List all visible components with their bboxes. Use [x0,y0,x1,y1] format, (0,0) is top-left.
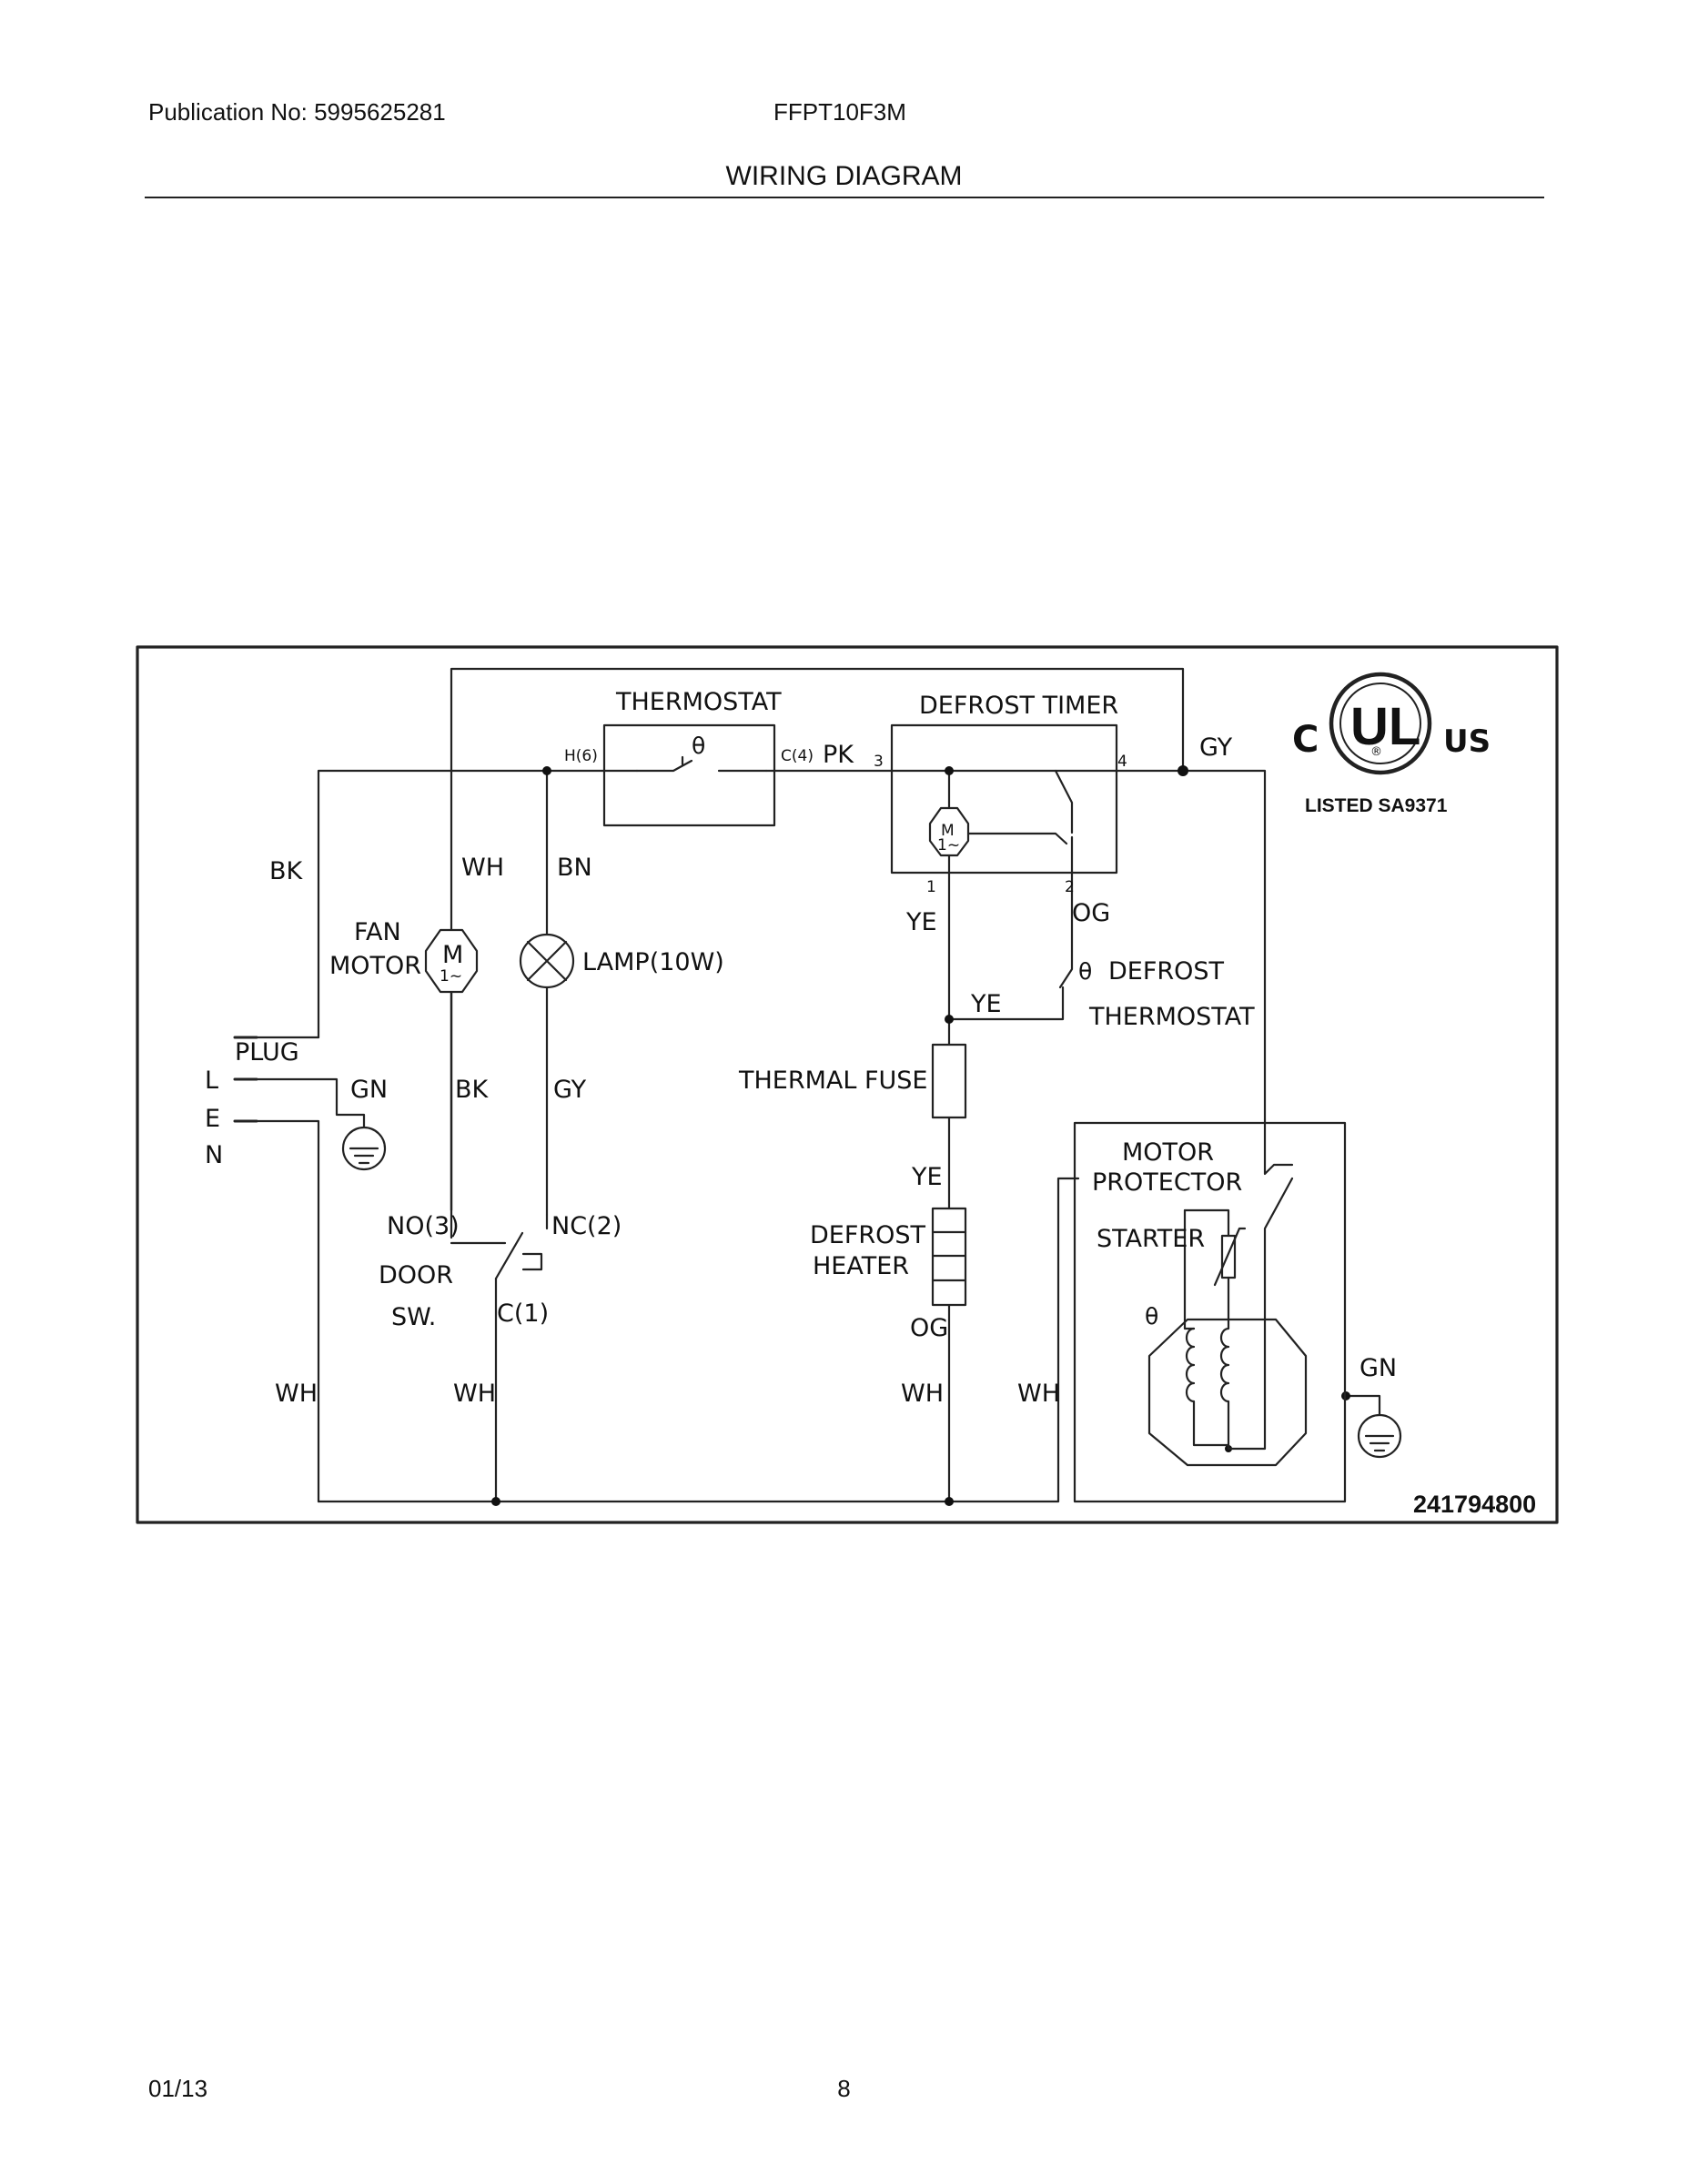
wire-label-bk-fan: BK [455,1076,490,1104]
timer-terminal-1: 1 [926,878,936,896]
wire-label-og-heater: OG [910,1314,948,1342]
defrost-timer-label: DEFROST TIMER [919,692,1118,720]
thermostat-h-terminal: H(6) [564,747,598,765]
lamp-label: LAMP(10W) [582,948,724,976]
defrost-thermostat-label-1: DEFROST [1108,957,1225,986]
thermostat-c-terminal: C(4) [781,747,814,765]
timer-terminal-3: 3 [874,753,884,771]
wire-label-ye-branch: YE [970,990,1002,1018]
starter-label: STARTER [1097,1225,1205,1253]
timer-motor-m: M [941,822,955,840]
compressor-ground-symbol [1357,1413,1402,1459]
page-number: 8 [837,2075,851,2102]
junction-dots [491,765,1350,1506]
lamp-symbol [519,933,575,989]
plug-l-label: L [205,1067,218,1095]
ul-c-text: C [1292,719,1319,761]
motor-protector-label-2: PROTECTOR [1092,1168,1242,1197]
wire-label-og-timer: OG [1072,899,1110,927]
timer-terminal-2: 2 [1065,878,1075,896]
header-rule [145,197,1544,198]
plug-ground-symbol [341,1126,387,1171]
wire-label-ye-heater: YE [911,1163,943,1191]
timer-motor-ac: 1~ [937,836,960,854]
wire-label-gy-lamp: GY [553,1076,587,1104]
diagram-frame [136,645,1559,1524]
defrost-heater-label-1: DEFROST [810,1221,926,1249]
ul-registered: ® [1370,745,1382,759]
door-switch-nc-label: NC(2) [551,1212,622,1240]
wire-label-gn-compressor: GN [1359,1354,1397,1382]
wire-label-bn-lamp: BN [557,854,592,882]
diagram-part-number: 241794800 [1413,1491,1536,1518]
compressor-box [1073,1121,1347,1503]
door-switch-label-2: SW. [391,1303,436,1331]
starter-symbol [1183,1208,1247,1321]
fan-motor-symbol [424,928,479,994]
timer-terminal-4: 4 [1117,753,1127,771]
defrost-timer-box [890,723,1118,875]
wire-label-wh-2: WH [453,1380,496,1408]
fan-motor-label-2: MOTOR [329,952,421,980]
plug-e-label: E [205,1105,220,1133]
ul-text: UL [1350,697,1420,756]
thermostat-box [602,723,776,827]
door-switch-label-1: DOOR [379,1261,453,1289]
ul-listing-mark [1329,672,1432,775]
wire-label-wh-3: WH [901,1380,944,1408]
defrost-thermostat-label-2: THERMOSTAT [1088,1003,1255,1031]
thermal-fuse-label: THERMAL FUSE [738,1067,928,1095]
wire-label-wh-fan: WH [461,854,504,882]
model-number: FFPT10F3M [773,98,906,126]
timer-motor-symbol [928,806,970,857]
wire-label-ye-timer: YE [905,908,937,936]
publication-number: Publication No: 5995625281 [148,98,446,126]
motor-protector-label-1: MOTOR [1122,1138,1214,1167]
defrost-heater-label-2: HEATER [813,1252,909,1280]
page-title: WIRING DIAGRAM [725,161,963,191]
plug-label: PLUG [235,1038,299,1067]
wire-label-pk: PK [823,741,854,769]
defrost-thermostat-theta: θ [1078,958,1092,985]
wiring-lines [238,667,1381,1503]
fan-motor-m: M [442,941,463,969]
door-switch-c-label: C(1) [497,1299,549,1328]
fan-motor-label-1: FAN [354,918,401,946]
defrost-heater-symbol [931,1207,967,1307]
plug-n-label: N [205,1141,223,1169]
wire-label-gy-right: GY [1199,733,1233,762]
plug-symbol [233,1036,258,1123]
thermostat-label: THERMOSTAT [615,688,782,716]
wire-label-wh-1: WH [275,1380,318,1408]
footer-date: 01/13 [148,2075,208,2102]
wire-label-bk-top: BK [269,857,304,885]
thermal-fuse-symbol [931,1043,967,1119]
fan-motor-ac: 1~ [440,967,462,986]
door-switch-no-label: NO(3) [387,1212,460,1240]
starter-theta: θ [1145,1303,1158,1330]
ul-listed-text: LISTED SA9371 [1305,795,1448,816]
thermostat-theta: θ [692,733,705,759]
wire-label-wh-4: WH [1017,1380,1060,1408]
wire-label-gn-plug: GN [350,1076,388,1104]
compressor-motor-symbol [1147,1208,1308,1467]
ul-us-text: US [1443,723,1491,760]
